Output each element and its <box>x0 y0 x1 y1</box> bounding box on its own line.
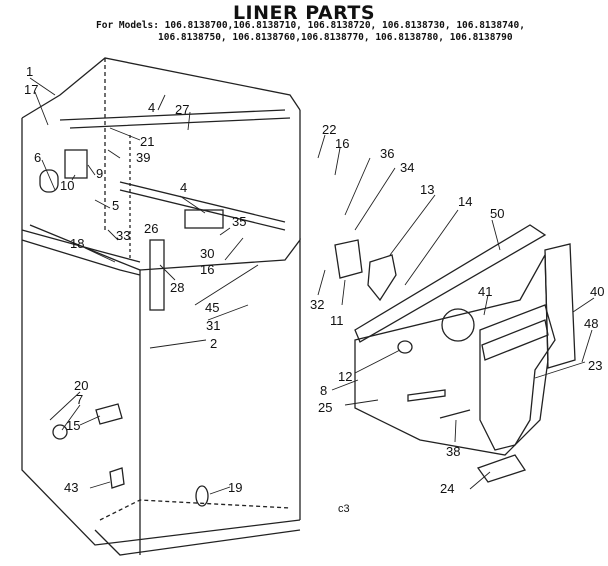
callout-17: 17 <box>24 82 38 97</box>
liner-divider-shelf <box>21 229 141 263</box>
callout-11: 11 <box>330 313 344 328</box>
fan-motor-bracket <box>334 239 363 279</box>
part-7 <box>52 424 68 440</box>
callout-8: 8 <box>320 383 327 398</box>
model-line-2: 106.8138750, 106.8138760,106.8138770, 10… <box>158 32 513 43</box>
bracket-30 <box>184 209 224 229</box>
callout-22: 22 <box>322 122 336 137</box>
drain-trough-24 <box>476 454 527 483</box>
callout-32: 32 <box>310 297 324 312</box>
callout-35: 35 <box>232 214 246 229</box>
callout-1: 1 <box>26 64 33 79</box>
model-list: For Models: 106.8138700,106.8138710, 106… <box>96 20 525 44</box>
callout-36: 36 <box>380 146 394 161</box>
screw-38 <box>439 409 471 419</box>
liner-floor <box>94 529 301 556</box>
evap-cover-slot <box>407 389 446 402</box>
callout-5: 5 <box>112 198 119 213</box>
callout-20: 20 <box>74 378 88 393</box>
liner-front-edge <box>21 118 301 546</box>
callout-4a: 4 <box>148 100 155 115</box>
callout-25: 25 <box>318 400 332 415</box>
callout-28: 28 <box>170 280 184 295</box>
callout-39: 39 <box>136 150 150 165</box>
liner-back-top <box>21 57 301 119</box>
callout-27: 27 <box>175 102 189 117</box>
callout-45: 45 <box>205 300 219 315</box>
callout-18: 18 <box>70 236 84 251</box>
baffle-28 <box>149 239 165 311</box>
callout-6: 6 <box>34 150 41 165</box>
liner-floor-inner <box>99 499 291 521</box>
callout-40: 40 <box>590 284 604 299</box>
callout-24: 24 <box>440 481 454 496</box>
footer-code: c3 <box>338 503 350 515</box>
fan-blade <box>367 254 397 302</box>
callout-16a: 16 <box>335 136 349 151</box>
callout-21: 21 <box>140 134 154 149</box>
callout-19: 19 <box>228 480 242 495</box>
air-duct <box>479 304 556 451</box>
callout-26: 26 <box>144 221 158 236</box>
callout-10: 10 <box>60 178 74 193</box>
callout-43: 43 <box>64 480 78 495</box>
page-title: LINER PARTS <box>232 2 376 24</box>
callout-13: 13 <box>420 182 434 197</box>
callout-48: 48 <box>584 316 598 331</box>
liner-inner-right <box>139 238 301 520</box>
callout-15: 15 <box>66 418 80 433</box>
callout-16b: 16 <box>200 262 214 277</box>
callout-34: 34 <box>400 160 414 175</box>
air-duct-grille <box>481 319 549 361</box>
evap-cover-small-hole <box>397 340 413 354</box>
model-line-1: For Models: 106.8138700,106.8138710, 106… <box>96 20 525 31</box>
callout-2: 2 <box>210 336 217 351</box>
callout-50: 50 <box>490 206 504 221</box>
part-43-clip <box>109 467 125 489</box>
callout-7: 7 <box>76 392 83 407</box>
side-baffle <box>544 243 576 369</box>
callout-23: 23 <box>588 358 602 373</box>
callout-31: 31 <box>206 318 220 333</box>
callout-41: 41 <box>478 284 492 299</box>
callout-12: 12 <box>338 369 352 384</box>
evap-cover-panel <box>354 252 549 456</box>
leader-lines <box>29 77 595 495</box>
part-19 <box>195 485 209 507</box>
callout-4b: 4 <box>180 180 187 195</box>
callout-30: 30 <box>200 246 214 261</box>
control-bracket <box>64 149 88 179</box>
callout-38: 38 <box>446 444 460 459</box>
part-15-hinge <box>95 403 123 425</box>
lamp-socket <box>39 169 59 193</box>
liner-divider-shelf-2 <box>21 239 141 276</box>
callout-14: 14 <box>458 194 472 209</box>
callout-9: 9 <box>96 166 103 181</box>
liner-inner-left <box>29 224 141 555</box>
evap-cover-port <box>441 308 475 342</box>
callout-33: 33 <box>116 228 130 243</box>
evap-cover-top-strip <box>354 224 547 343</box>
liner-top-rail <box>59 109 291 129</box>
